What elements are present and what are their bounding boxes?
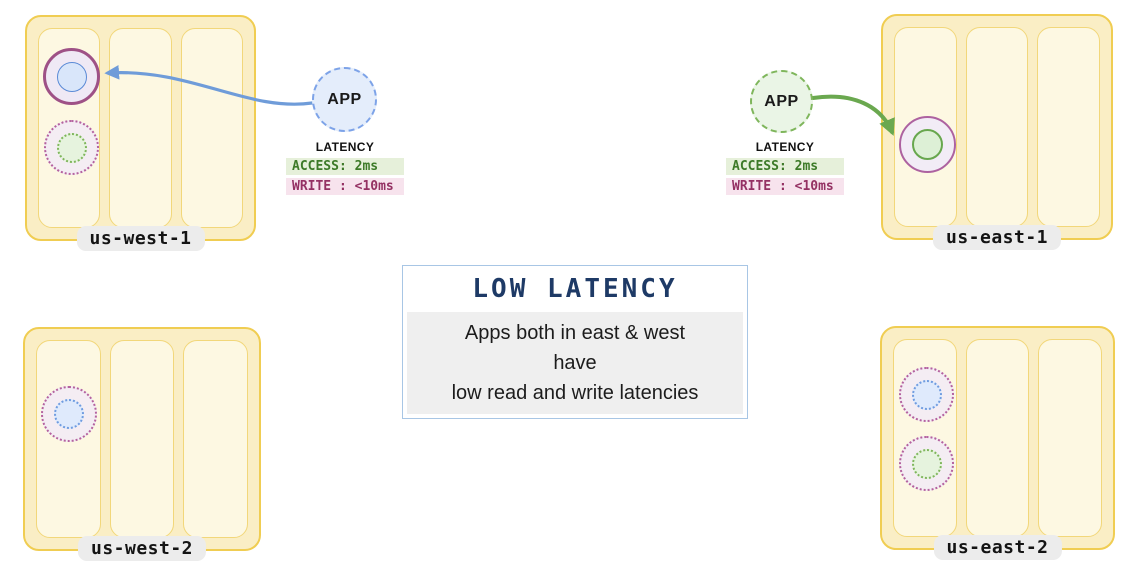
db-core-green [912, 129, 943, 160]
region-label: us-east-2 [933, 535, 1062, 560]
app-label: APP [327, 90, 362, 108]
availability-zone [180, 28, 243, 228]
db-core-blue [911, 379, 942, 410]
db-core-green [911, 448, 942, 479]
write-latency-badge: WRITE : <10ms [726, 178, 844, 195]
db-node-standby-green-dotted [899, 436, 954, 491]
availability-zone [965, 339, 1030, 537]
callout-line: Apps both in east & west [464, 322, 686, 344]
app-node-west: APP [312, 67, 377, 132]
callout-body: Apps both in east & west have low read a… [407, 312, 743, 414]
db-node-standby-green-dotted [44, 120, 99, 175]
region-label: us-west-2 [77, 536, 207, 561]
region-label: us-west-1 [76, 226, 205, 251]
region-us-east-2: us-east-2 [880, 326, 1115, 560]
app-node-east: APP [750, 70, 813, 133]
callout-box: LOW LATENCY Apps both in east & west hav… [402, 265, 748, 419]
region-label: us-east-1 [932, 225, 1062, 250]
latency-panel-west: LATENCY ACCESS: 2ms WRITE : <10ms [286, 140, 404, 198]
latency-title: LATENCY [755, 140, 815, 154]
db-core-blue [56, 61, 87, 92]
write-latency-badge: WRITE : <10ms [286, 178, 404, 195]
callout-line: have [553, 352, 597, 374]
db-node-standby-blue-dotted [41, 386, 97, 442]
availability-zone [965, 27, 1029, 227]
region-us-east-1: us-east-1 [881, 14, 1113, 250]
db-core-green [56, 132, 87, 163]
availability-zone [1037, 27, 1101, 227]
db-core-blue [54, 399, 84, 429]
availability-zone [109, 28, 172, 228]
latency-title: LATENCY [315, 140, 375, 154]
access-latency-badge: ACCESS: 2ms [286, 158, 404, 175]
availability-zones [25, 329, 259, 549]
db-node-active-green [899, 116, 956, 173]
availability-zone [109, 340, 175, 538]
region-us-west-1: us-west-1 [25, 15, 256, 251]
latency-panel-east: LATENCY ACCESS: 2ms WRITE : <10ms [726, 140, 844, 198]
app-label: APP [764, 92, 799, 110]
availability-zones [882, 328, 1113, 548]
availability-zone [183, 340, 249, 538]
db-node-active-blue [43, 48, 100, 105]
callout-line: low read and write latencies [451, 382, 699, 404]
access-latency-badge: ACCESS: 2ms [726, 158, 844, 175]
db-node-standby-blue-dotted [899, 367, 954, 422]
callout-title: LOW LATENCY [472, 274, 678, 304]
availability-zone [1038, 339, 1103, 537]
region-us-west-2: us-west-2 [23, 327, 261, 561]
